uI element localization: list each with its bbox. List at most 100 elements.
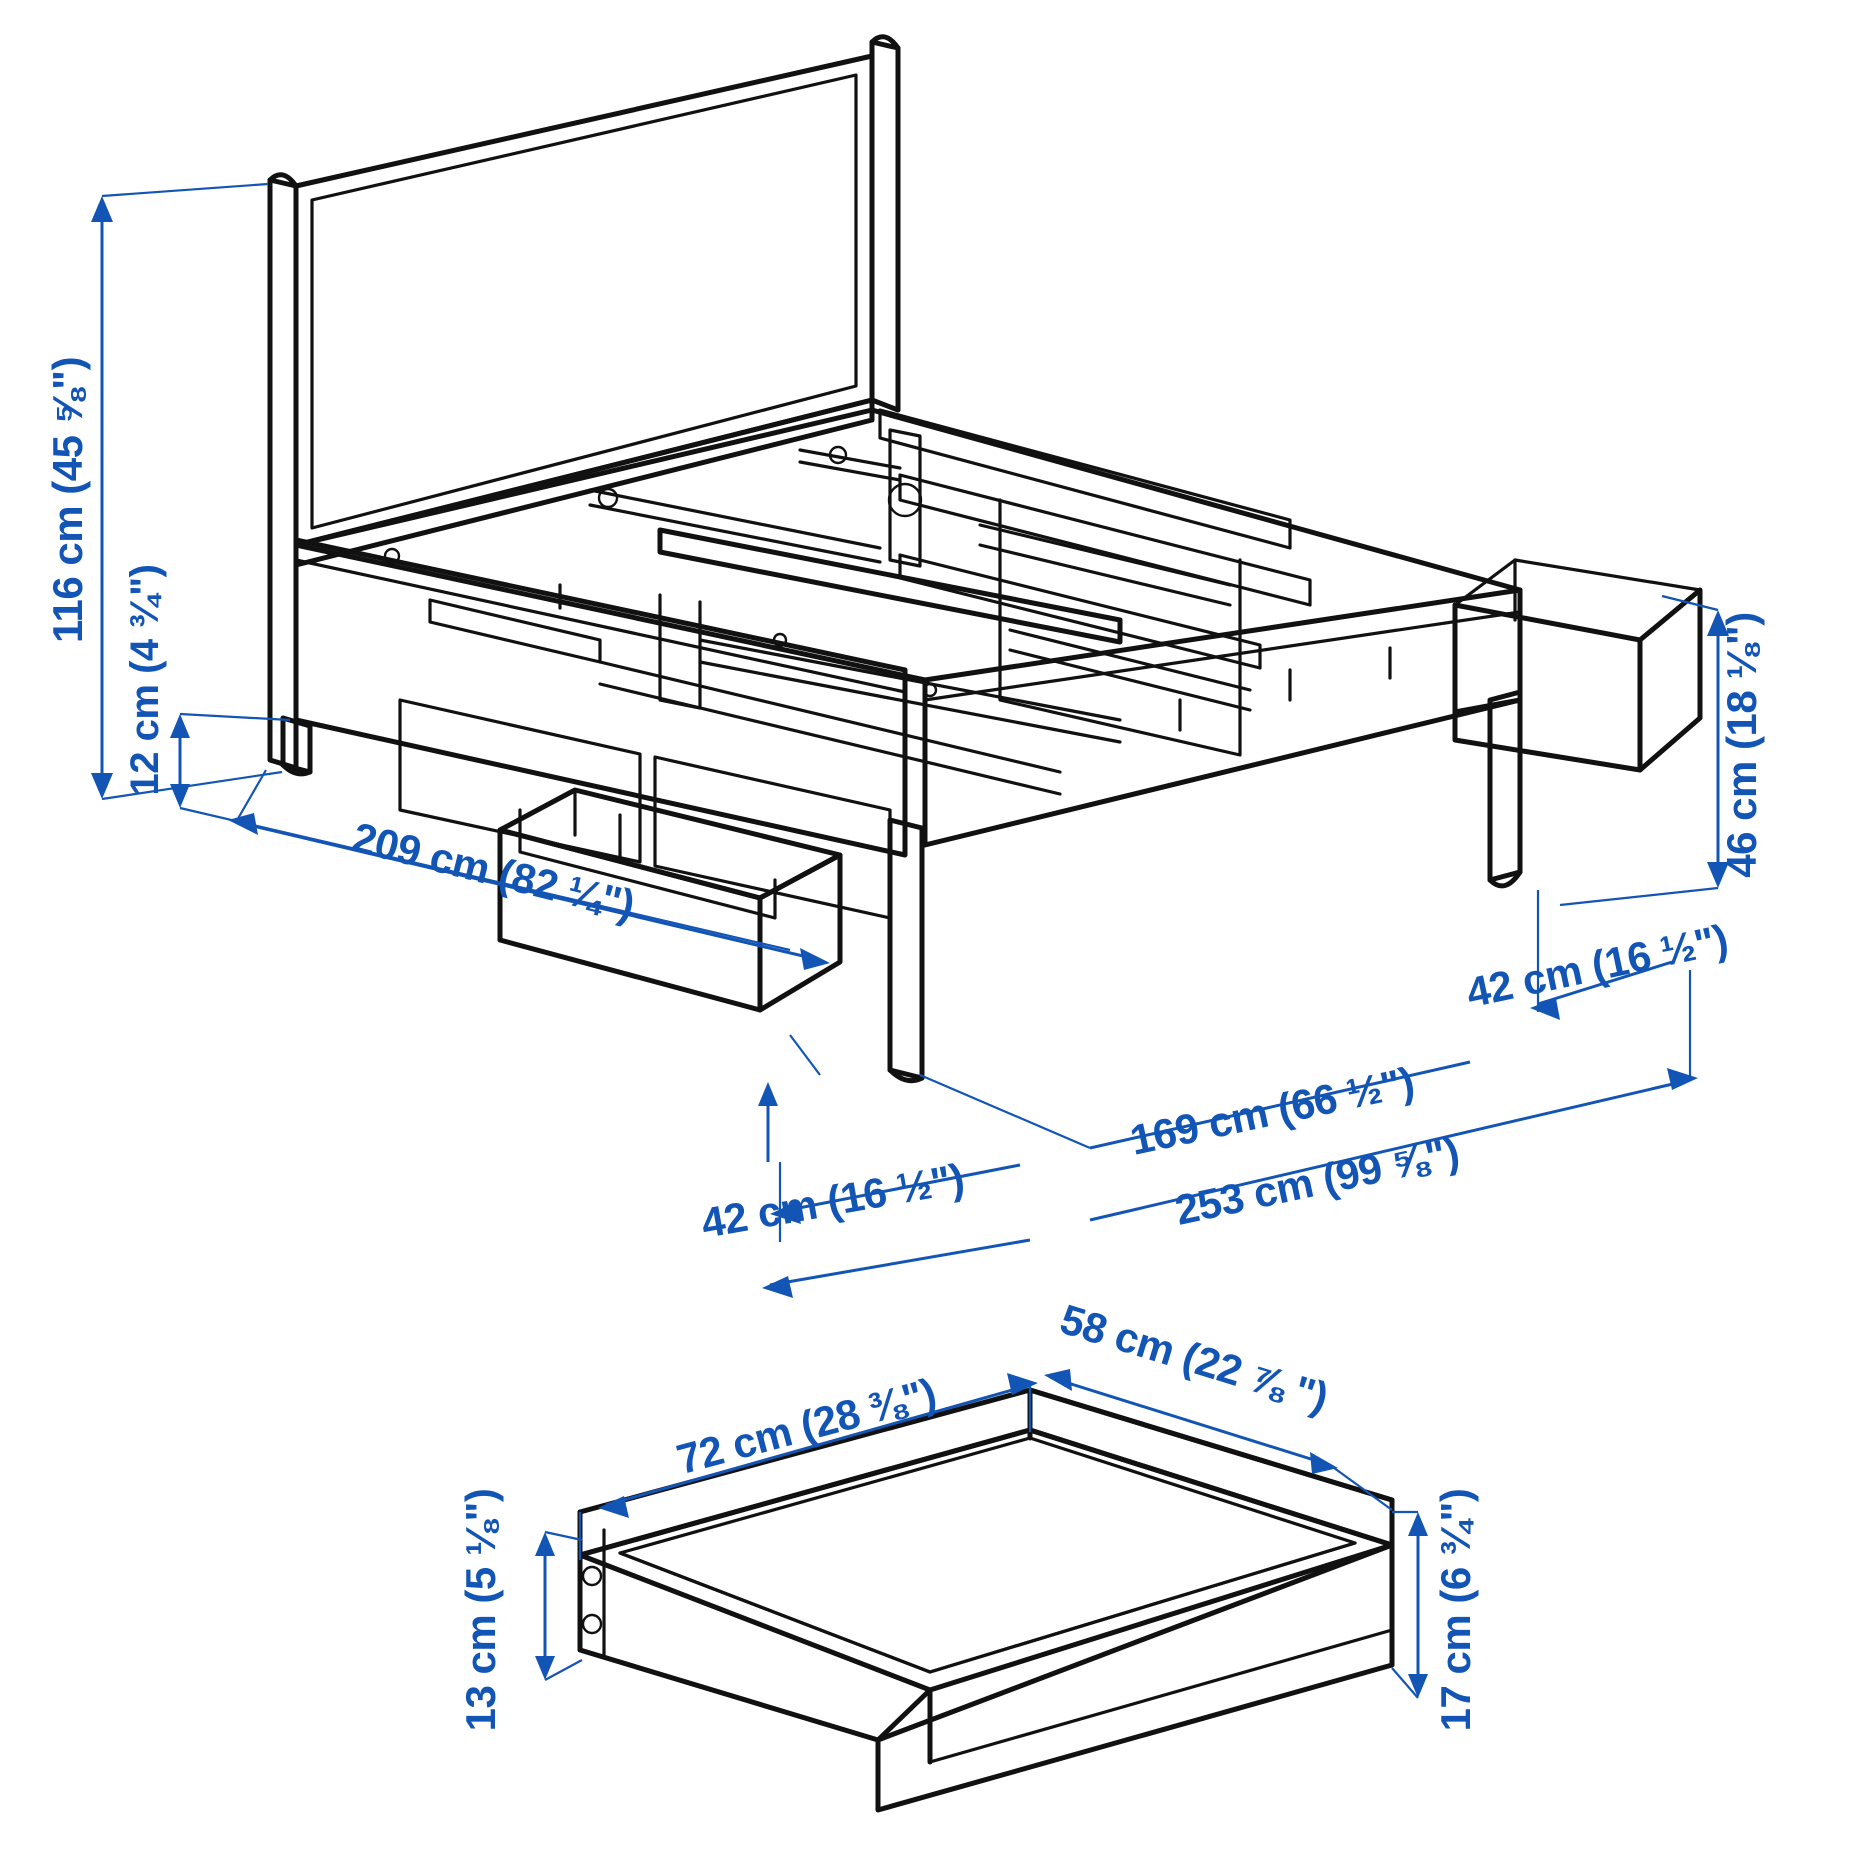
- rail-fitting-circle: [383, 547, 401, 565]
- mech-vertical-plate: [888, 428, 922, 568]
- drawer-left-extended-side: [757, 852, 843, 1013]
- dim-17-arrow-top: [1408, 1512, 1428, 1536]
- dim-label-drawer-inner-height: 13 cm (5 ⅛"): [457, 1489, 504, 1732]
- drawer-right-extended-side: [1452, 602, 1643, 773]
- drawer-fitting-top: [581, 1565, 603, 1587]
- dim-42-left-diag: [777, 1163, 1021, 1214]
- mech-pivot-circle: [887, 482, 923, 518]
- main-cross-rail: [657, 527, 1123, 645]
- mech-rail-upper: [878, 408, 1292, 550]
- drawer-front-left-bevel: [875, 1687, 933, 1743]
- dim-209-ext-start: [235, 769, 267, 823]
- headboard-right-post: [869, 39, 901, 413]
- mech-slide-b: [978, 543, 1232, 607]
- drawer-left-bottom-edge: [577, 1647, 881, 1743]
- dim-label-drawer-open-right: 42 cm (16 ½"): [1462, 915, 1732, 1016]
- dim-label-drawer-outer-height: 17 cm (6 ¾"): [1432, 1489, 1479, 1732]
- drawer-left-extended-lip: [518, 808, 777, 920]
- dim-116-ext-bottom: [101, 770, 283, 801]
- center-beam-top: [698, 638, 1122, 722]
- front-rail-right-edge: [923, 610, 1522, 702]
- cross-beam-lower-top: [598, 660, 1062, 774]
- foot-post-left-near: [887, 817, 925, 1081]
- drawer-front-inner-line: [928, 1628, 1394, 1764]
- dim-72-line: [605, 1383, 1031, 1507]
- headboard-lower-rail: [293, 397, 875, 568]
- dim-169-ext-a: [919, 1073, 1091, 1150]
- dim-58-arrow-end: [1310, 1452, 1338, 1474]
- dim-42-right-arrow: [1530, 998, 1560, 1020]
- drawer-bottom-inner: [618, 1541, 1357, 1674]
- dim-label-height-total: 116 cm (45 ⅝"): [44, 357, 91, 643]
- dim-42-left-arrow: [770, 1202, 801, 1224]
- mech-rail-mid: [898, 473, 1312, 607]
- dim-13-ext-bottom: [544, 1659, 583, 1681]
- dim-58-ext-right: [1329, 1464, 1393, 1511]
- dim-72-arrow-end: [1007, 1373, 1038, 1395]
- foot-post-right-near-foot: [1487, 869, 1523, 889]
- dim-46-arrow-top: [1707, 610, 1729, 636]
- dim-13-arrow-top: [535, 1532, 555, 1556]
- foot-post-left-far-foot: [280, 762, 313, 777]
- side-rail-left-outer: [293, 537, 908, 858]
- drawer-artwork: [577, 1387, 1395, 1813]
- diag-strut-1: [588, 488, 882, 550]
- headboard-left-post-cap: [267, 172, 299, 189]
- dim-12-arrow-top: [170, 714, 190, 738]
- drawer-back-top-edge: [1027, 1387, 1395, 1548]
- dim-46-arrow-bottom: [1707, 862, 1729, 888]
- dim-46-ext-bottom: [1559, 886, 1719, 907]
- slat-support-b: [658, 593, 702, 710]
- dim-116-ext-top: [101, 182, 269, 198]
- dim-209-ext-end: [789, 1034, 821, 1076]
- dim-13-arrow-bottom: [535, 1656, 555, 1680]
- beam-fitting-circle-2: [922, 682, 938, 698]
- side-rail-left-edge: [294, 558, 907, 694]
- dim-12-arrow-bottom: [170, 784, 190, 808]
- drawer-right-extended-top: [1453, 558, 1702, 642]
- headboard-left-post: [267, 177, 299, 771]
- dim-17-ext-bottom: [1391, 1667, 1419, 1699]
- dim-46-ext-top: [1661, 594, 1719, 612]
- dim-label-drawer-open-left: 42 cm (16 ½"): [698, 1155, 968, 1247]
- dim-253-arrow-end: [1667, 1068, 1698, 1090]
- mech-rail-lower: [898, 553, 1262, 670]
- dim-13-ext-top: [544, 1530, 583, 1542]
- headboard-panel-inset: [310, 73, 858, 530]
- drawer-fitting-bottom: [581, 1613, 603, 1635]
- dim-58-line: [1051, 1376, 1331, 1467]
- dim-253-line: [1089, 1078, 1691, 1222]
- drawer-back-top-line: [1027, 1387, 1395, 1503]
- front-rail-right: [922, 587, 1523, 848]
- drawer-front-left-closed: [398, 698, 642, 864]
- dim-209-arrow-end: [800, 948, 830, 970]
- dim-58-arrow-start: [1044, 1369, 1072, 1391]
- dim-42-left-base-arrow: [762, 1276, 793, 1298]
- mech-slide-d: [1008, 648, 1252, 712]
- dim-12-ext-top: [179, 712, 291, 722]
- diag-strut-3: [798, 448, 902, 470]
- dim-116-arrow-bottom: [91, 773, 113, 799]
- drawer-dimension-lines: [535, 1369, 1428, 1699]
- dim-42-left-arrow-up: [758, 1082, 778, 1106]
- dim-169-line: [1089, 1060, 1471, 1150]
- bed-dimension-lines: [91, 182, 1729, 1298]
- center-beam-bottom: [698, 660, 1122, 744]
- dim-label-frame-height: 46 cm (18 ⅛"): [1718, 612, 1765, 878]
- foot-post-right-near: [1487, 689, 1523, 883]
- diag-strut-4: [798, 460, 902, 482]
- diag-strut-2: [588, 503, 882, 564]
- dim-116-arrow-top: [91, 196, 113, 222]
- strut-pivot-circle-2: [828, 445, 848, 465]
- headboard-right-post-cap: [869, 34, 901, 51]
- dim-label-clearance: 12 cm (4 ¾"): [123, 565, 167, 796]
- dim-42-right-line: [1537, 960, 1673, 1006]
- dim-label-drawer-depth: 58 cm (22 ⅞ "): [1055, 1295, 1333, 1421]
- foot-post-left-near-foot: [887, 1067, 925, 1084]
- dim-209-line: [235, 820, 821, 962]
- slat-support-a: [428, 598, 602, 664]
- beam-fitting-circle: [772, 632, 788, 648]
- mech-slide-a: [978, 523, 1232, 587]
